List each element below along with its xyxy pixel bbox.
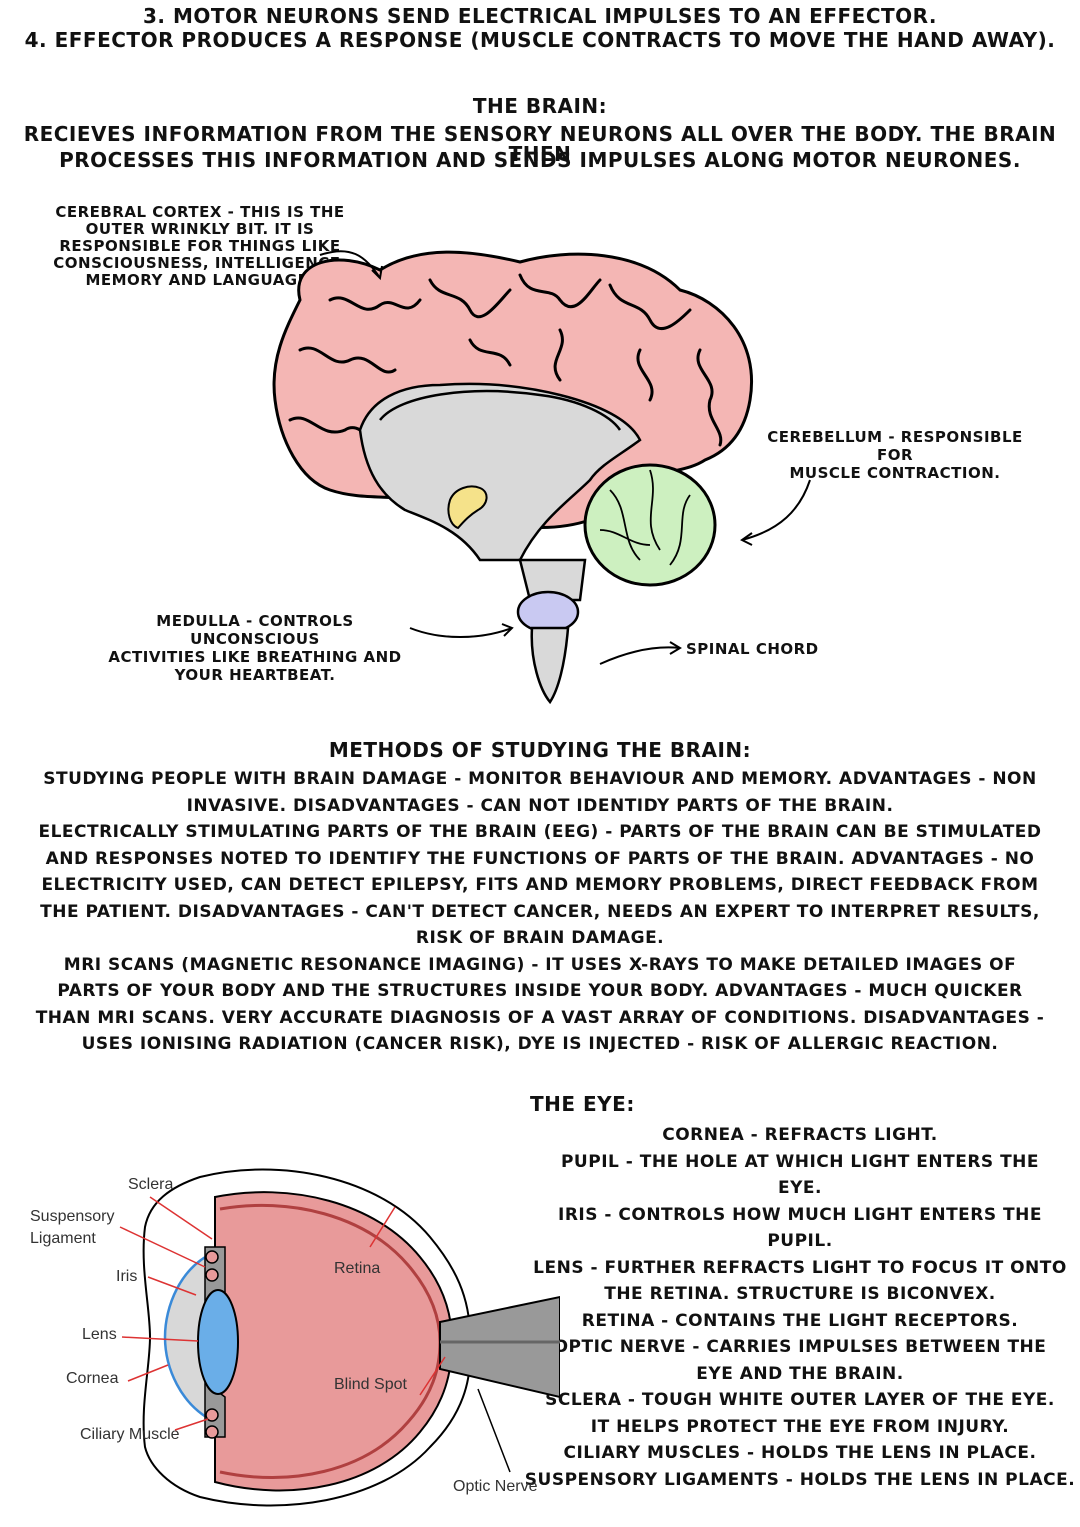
methods-line: Studying people with brain damage - moni… — [43, 769, 1037, 789]
thalamus — [447, 485, 488, 530]
eye-note: Cornea - refracts light. — [662, 1125, 938, 1145]
top-line-3: 3. Motor neurons send electrical impulse… — [142, 4, 938, 28]
cornea-label: Cornea — [66, 1370, 119, 1387]
iris-label: Iris — [116, 1268, 138, 1285]
optic-nerve-label: Optic Nerve — [453, 1478, 538, 1495]
eye-note: Pupil - the hole at which light enters t… — [560, 1151, 1040, 1172]
cerebellum-line-1: Cerebellum - responsible for — [767, 428, 1023, 464]
cerebral-cortex-line-4: consciousness, intelligence, — [53, 254, 347, 272]
ciliary-muscle-label: Ciliary Muscle — [80, 1426, 180, 1443]
suspensory-ligament-label: Suspensory Ligament — [30, 1206, 115, 1250]
spinal-chord-label: Spinal chord — [686, 640, 819, 658]
medulla-line-1: Medulla - controls unconscious — [156, 612, 354, 648]
methods-line: parts of your body and the structures in… — [57, 981, 1023, 1001]
methods-line: risk of brain damage. — [415, 928, 665, 948]
cerebellum-line-2: muscle contraction. — [789, 464, 1001, 482]
lens — [197, 1289, 239, 1395]
eye-note: Suspensory ligaments - holds the lens in… — [524, 1469, 1076, 1490]
inner-brain — [358, 382, 642, 562]
cerebral-cortex-line-2: outer wrinkly bit. It is — [85, 220, 315, 238]
cerebral-cortex-line-3: responsible for things like — [59, 237, 341, 255]
cerebral-cortex-line-5: memory and language. — [85, 271, 315, 289]
suspensory-ligament-line-1: Suspensory — [30, 1208, 115, 1225]
eye-note: eye and the brain. — [696, 1363, 904, 1384]
cerebellum-label: Cerebellum - responsible for muscle cont… — [750, 428, 1040, 482]
eye-note: eye. — [778, 1178, 822, 1198]
methods-line: the patient. Disadvantages - can't detec… — [40, 901, 1040, 922]
eye-note: Iris - controls how much light enters th… — [558, 1204, 1042, 1225]
eye-note: Ciliary muscles - holds the lens in plac… — [563, 1443, 1037, 1463]
eye-note: Optic nerve - carries impulses between t… — [553, 1337, 1047, 1357]
medulla-line-3: your heartbeat. — [174, 666, 336, 684]
methods-text: Studying people with brain damage - moni… — [10, 766, 1070, 1058]
eye-note: pupil. — [767, 1231, 833, 1251]
eye-diagram — [119, 1168, 560, 1507]
methods-line: Electrically stimulating parts of the br… — [38, 822, 1042, 842]
eye-title: The eye: — [530, 1092, 635, 1116]
sclera-label: Sclera — [128, 1176, 174, 1193]
cerebellum — [583, 463, 717, 587]
eye-note: Sclera - tough white outer layer of the … — [545, 1390, 1055, 1410]
methods-title: Methods of studying the brain: — [328, 738, 752, 762]
cornea — [163, 1250, 216, 1424]
medulla-label: Medulla - controls unconscious activitie… — [100, 612, 410, 684]
brain-title: The brain: — [472, 94, 608, 118]
cerebral-cortex-line-1: Cerebral cortex - this is the — [55, 203, 345, 221]
methods-line: and responses noted to identify the func… — [45, 848, 1035, 869]
medulla — [516, 590, 580, 634]
lens-label: Lens — [82, 1326, 117, 1343]
methods-line: than MRI scans. Very accurate diagnosis … — [35, 1007, 1045, 1028]
methods-line: uses ionising radiation (cancer risk), d… — [81, 1034, 999, 1054]
cerebral-cortex-label: Cerebral cortex - this is the outer wrin… — [50, 204, 350, 289]
eye-note: It helps protect the eye from injury. — [590, 1416, 1010, 1437]
eye-notes: Cornea - refracts light. Pupil - the hol… — [520, 1122, 1080, 1493]
brain-intro-line-1: Recieves information from the sensory ne… — [23, 122, 1057, 166]
brain-intro-line-2: processes this information and sends imp… — [59, 148, 1021, 172]
suspensory-ligament-line-2: Ligament — [30, 1230, 96, 1247]
spinal-cord — [530, 626, 570, 705]
brainstem — [518, 558, 587, 602]
methods-line: electricity used, can detect epilepsy, f… — [41, 875, 1039, 895]
optic-nerve — [439, 1295, 560, 1399]
eye-note: the retina. Structure is biconvex. — [604, 1284, 996, 1304]
retina-label: Retina — [334, 1260, 381, 1277]
methods-line: invasive. Disadvantages - can not identi… — [186, 795, 894, 816]
eye-note: Lens - further refracts light to focus i… — [533, 1257, 1067, 1278]
methods-line: MRI scans (magnetic resonance imaging) -… — [63, 954, 1017, 975]
brain-diagram — [272, 250, 811, 705]
eye-note: Retina - contains the light receptors. — [581, 1310, 1019, 1331]
medulla-line-2: activities like breathing and — [108, 648, 402, 666]
top-line-4: 4. Effector produces a response (muscle … — [24, 28, 1056, 52]
blind-spot-label: Blind Spot — [334, 1376, 407, 1393]
